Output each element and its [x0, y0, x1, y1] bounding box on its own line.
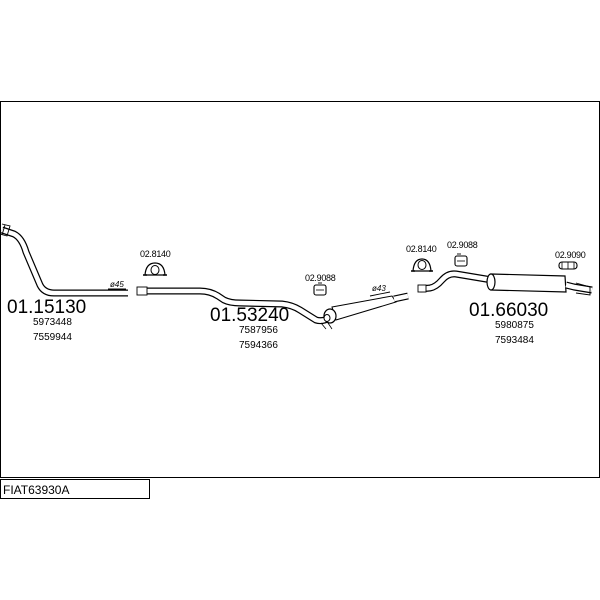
svg-text:ø43: ø43: [372, 284, 386, 293]
svg-text:ø45: ø45: [110, 280, 124, 289]
rear-silencer-number: 01.66030: [469, 300, 548, 321]
center-pipe: [136, 286, 332, 325]
front-pipe: [0, 223, 128, 297]
front-pipe-ref-1: 5973448: [33, 317, 72, 328]
center-pipe-diameter: ø43: [369, 284, 391, 297]
hanger-mid-icon: [313, 282, 327, 296]
front-pipe-ref-2: 7559944: [33, 332, 72, 343]
rear-silencer-ref-2: 7593484: [495, 335, 534, 346]
hanger-mid-label: 02.9088: [305, 273, 336, 283]
diagram-code: FIAT63930A: [3, 483, 69, 497]
hanger-rear-label: 02.9088: [447, 240, 478, 250]
center-section-ref-2: 7594366: [239, 340, 278, 351]
center-section-number: 01.53240: [210, 305, 289, 326]
rear-silencer: [486, 273, 593, 296]
hanger-tail-icon: [558, 261, 578, 270]
center-section-ref-1: 7587956: [239, 325, 278, 336]
clamp-front-icon: [143, 262, 167, 276]
rear-pipe: [417, 270, 493, 293]
clamp-rear-label: 02.8140: [406, 244, 437, 254]
front-pipe-number: 01.15130: [7, 297, 86, 318]
hanger-rear-icon: [454, 253, 468, 267]
title-box: [0, 479, 150, 499]
front-pipe-diameter: ø45: [108, 280, 126, 290]
hanger-tail-label: 02.9090: [555, 250, 586, 260]
center-silencer: [320, 292, 409, 330]
clamp-front-label: 02.8140: [140, 249, 171, 259]
clamp-rear-icon: [411, 258, 433, 272]
rear-silencer-ref-1: 5980875: [495, 320, 534, 331]
